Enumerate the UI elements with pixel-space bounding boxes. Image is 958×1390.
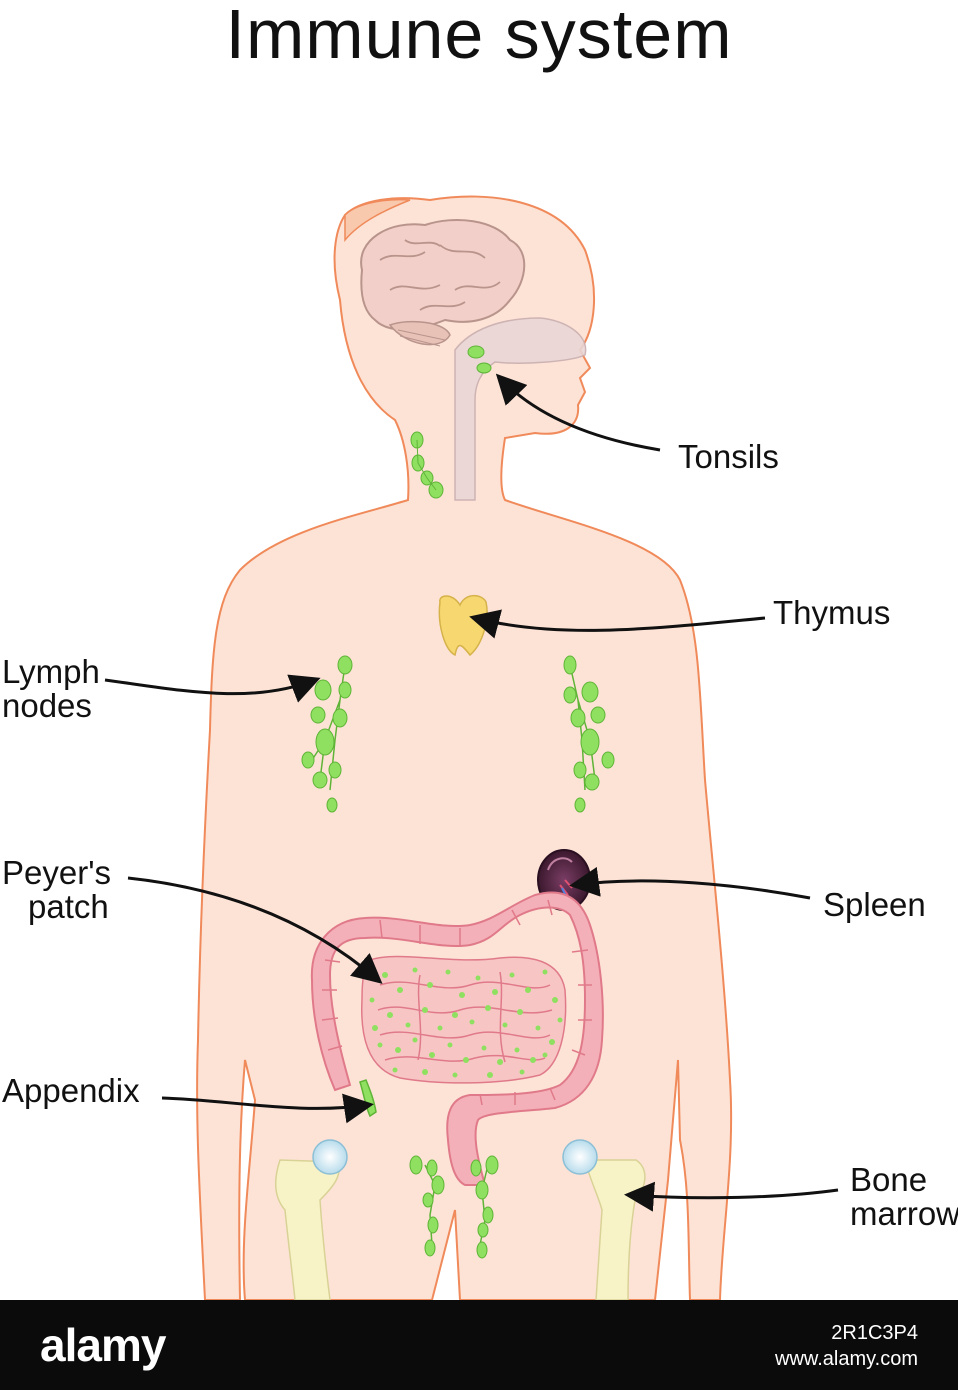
image-credit: 2R1C3P4 www.alamy.com [775, 1320, 918, 1372]
left-femur [275, 1139, 348, 1300]
site-url: www.alamy.com [775, 1348, 918, 1370]
peyers-patch-label: Peyer's patch [2, 854, 112, 925]
thymus-arrow [469, 609, 766, 639]
watermark-bar: alamy 2R1C3P4 www.alamy.com [0, 1300, 958, 1390]
lymph-nodes-label: Lymph nodes [2, 653, 100, 724]
bone-marrow-arrow [624, 1181, 839, 1212]
diagram-title: Immune system [225, 0, 733, 73]
tonsils-arrow [495, 373, 661, 452]
watermark-logo: alamy [40, 1319, 166, 1371]
bone-marrow-label: Bone marrow [850, 1161, 958, 1232]
appendix-arrow [161, 1093, 374, 1124]
right-axillary-nodes [563, 655, 615, 813]
peyers-patches [369, 967, 563, 1078]
small-intestine [361, 955, 567, 1084]
colon [310, 891, 604, 1186]
lymph-nodes-arrow [104, 674, 321, 703]
thymus-label: Thymus [773, 594, 891, 631]
tonsils-label: Tonsils [678, 438, 779, 475]
left-axillary-nodes [301, 655, 353, 813]
pelvic-lymph-nodes [409, 1155, 499, 1259]
peyers-patch-arrow [127, 876, 383, 984]
brain [360, 219, 526, 347]
tonsils-structure [467, 345, 492, 374]
spleen-arrow [569, 866, 811, 900]
appendix-label: Appendix [2, 1072, 140, 1109]
image-id: 2R1C3P4 [831, 1322, 918, 1344]
diagram-stage: Immune system [2, 0, 958, 1300]
body-illustration [104, 195, 839, 1300]
neck-lymph-nodes [410, 431, 444, 499]
spleen-label: Spleen [823, 886, 926, 923]
